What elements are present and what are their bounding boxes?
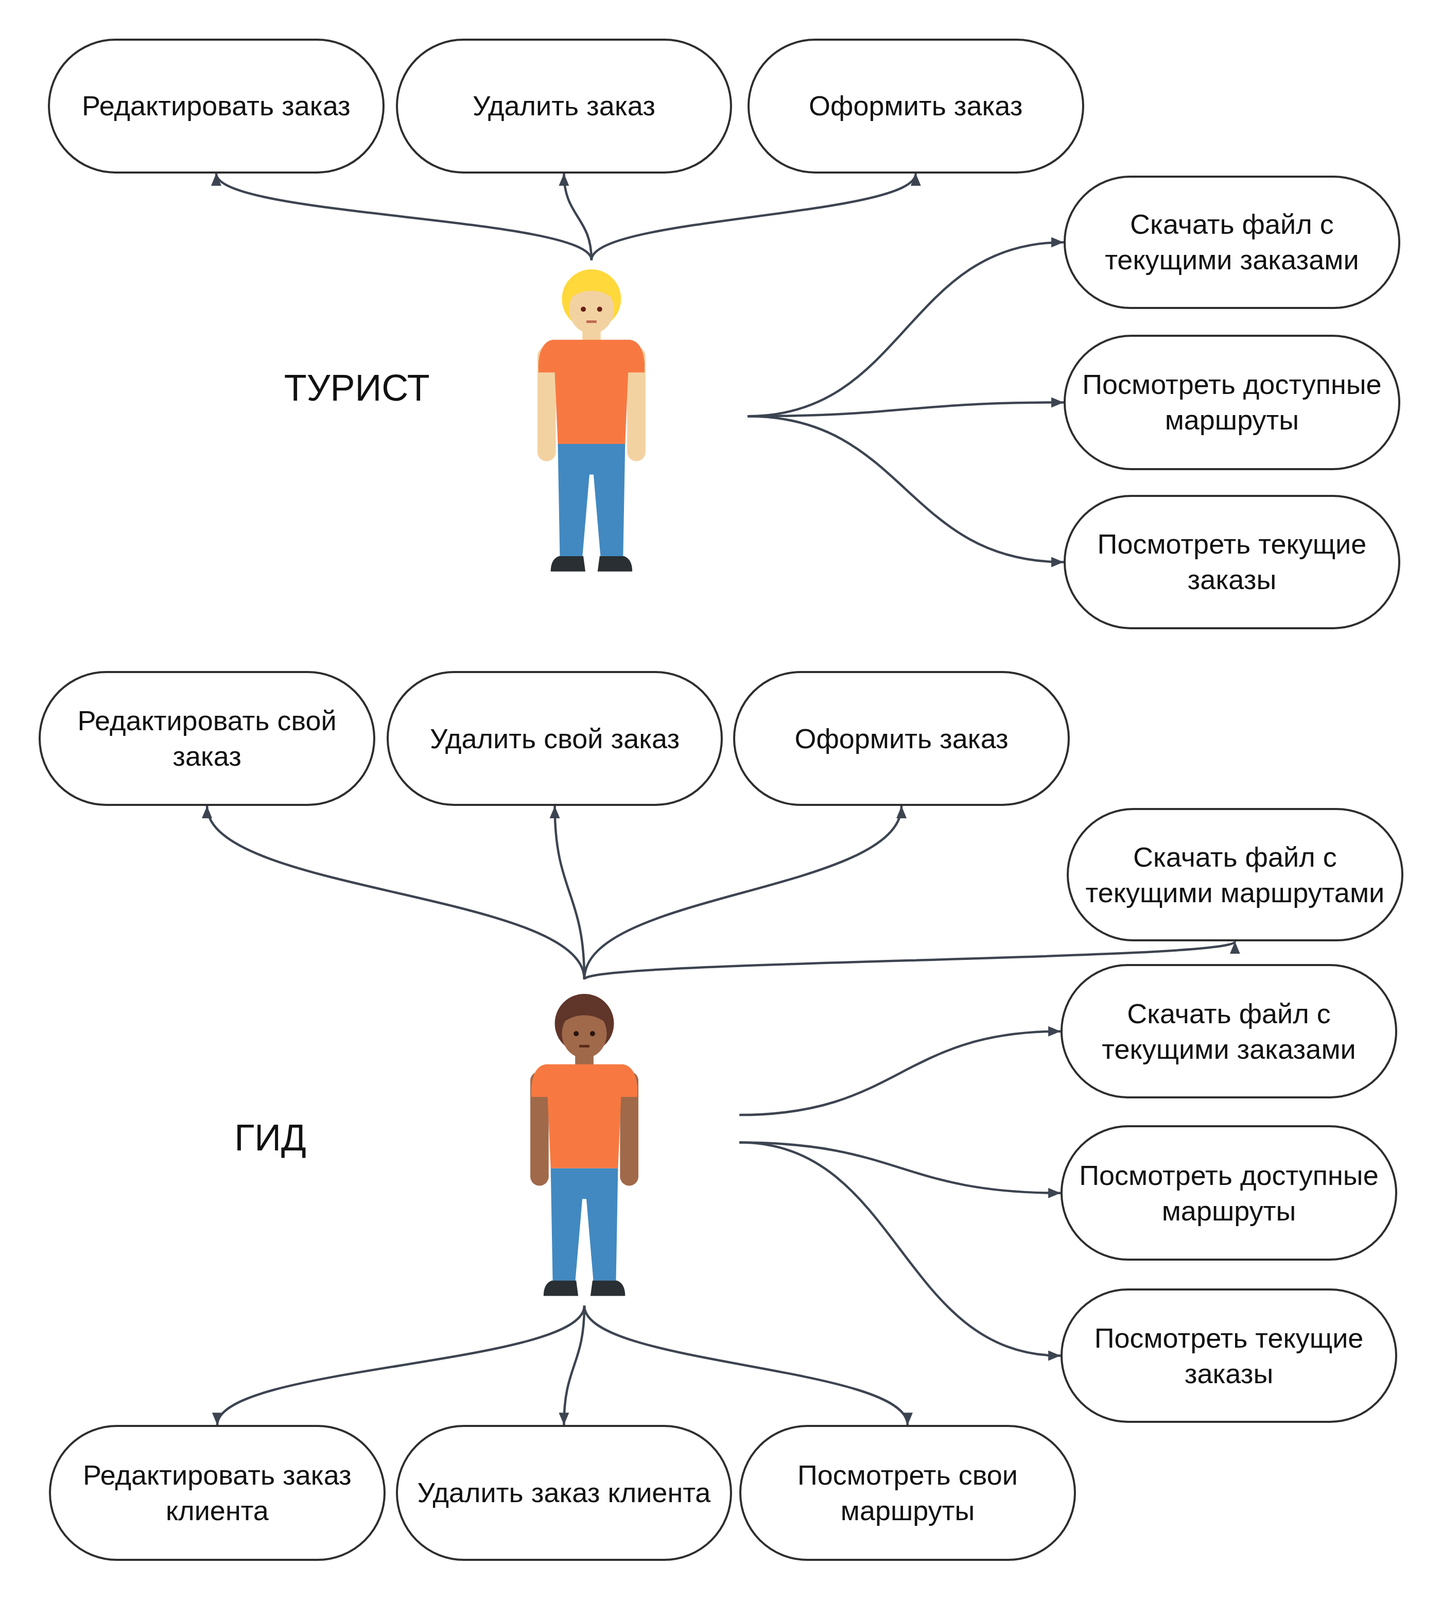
use-case-oval: Удалить свой заказ [386, 670, 724, 806]
use-case-text: Удалить заказ [472, 88, 656, 124]
use-case-text: Редактировать заказ клиента [66, 1456, 369, 1528]
use-case-oval: Посмотреть доступные маршруты [1063, 334, 1401, 471]
use-case-text: Оформить заказ [794, 720, 1009, 757]
use-case-oval: Посмотреть доступные маршруты [1060, 1124, 1398, 1261]
use-case-text: Посмотреть доступные маршруты [1078, 1157, 1380, 1229]
association-arrow [591, 173, 916, 260]
use-case-text: Посмотреть текущие заказы [1078, 1319, 1380, 1392]
use-case-oval: Редактировать свой заказ [38, 670, 376, 806]
use-case-text: Скачать файл с текущими заказами [1078, 995, 1380, 1067]
association-arrow [563, 1305, 585, 1426]
use-case-oval: Оформить заказ [733, 670, 1070, 806]
use-case-oval: Удалить заказ клиента [395, 1424, 733, 1560]
use-case-oval: Посмотреть текущие заказы [1060, 1288, 1398, 1423]
association-arrow [747, 241, 1064, 416]
association-arrow [584, 1305, 908, 1426]
use-case-text: Оформить заказ [808, 88, 1023, 124]
use-case-text: Посмотреть текущие заказы [1081, 526, 1383, 598]
actor: ТУРИСТ [537, 259, 748, 571]
use-case-oval: Редактировать заказ клиента [48, 1424, 386, 1560]
guide-figure [530, 993, 639, 1296]
use-case-oval: Посмотреть текущие заказы [1063, 494, 1401, 630]
association-arrow [216, 173, 592, 260]
use-case-oval: Скачать файл с текущими заказами [1063, 175, 1401, 309]
association-arrow [584, 805, 902, 980]
use-case-text: Редактировать свой заказ [56, 702, 358, 774]
use-case-text: Посмотреть доступные маршруты [1081, 366, 1383, 438]
association-arrow [739, 1031, 1061, 1115]
use-case-oval: Оформить заказ [747, 38, 1085, 173]
use-case-text: Удалить заказ клиента [417, 1474, 711, 1510]
use-case-text: Скачать файл с текущими маршрутами [1084, 839, 1386, 911]
use-case-text: Скачать файл с текущими заказами [1081, 206, 1383, 278]
association-arrow [747, 415, 1064, 562]
tourist-figure [537, 269, 646, 572]
use-case-oval: Скачать файл с текущими заказами [1060, 963, 1398, 1099]
use-case-oval: Скачать файл с текущими маршрутами [1066, 807, 1404, 942]
use-case-text: Редактировать заказ [81, 88, 351, 124]
association-arrow [217, 1305, 585, 1426]
use-case-text: Посмотреть свои маршруты [756, 1456, 1059, 1528]
use-case-text: Удалить свой заказ [429, 720, 680, 757]
association-arrow [563, 173, 592, 260]
association-arrow [747, 402, 1064, 416]
use-case-oval: Посмотреть свои маршруты [739, 1424, 1076, 1560]
association-arrow [554, 805, 585, 980]
use-case-oval: Редактировать заказ [47, 38, 385, 173]
association-arrow [206, 805, 585, 980]
actor-label: ГИД [234, 1116, 307, 1159]
use-case-oval: Удалить заказ [395, 38, 733, 173]
actor: ГИД [530, 979, 740, 1306]
association-arrow [739, 1142, 1061, 1356]
actor-label: ТУРИСТ [284, 366, 430, 409]
